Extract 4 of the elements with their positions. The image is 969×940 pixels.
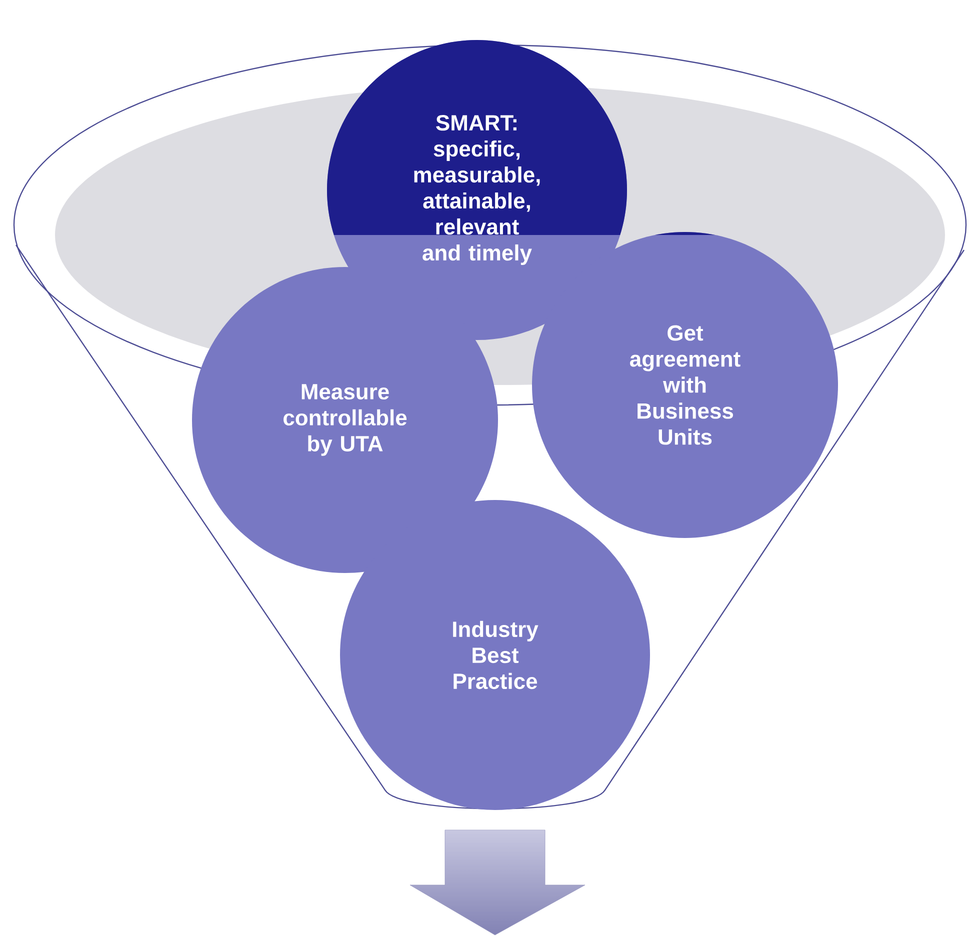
node-label: Industry Best Practice <box>453 620 538 690</box>
circle-node: Get agreement with Business Units <box>532 232 838 538</box>
circle-node: Measure controllable by UTA <box>192 267 498 573</box>
circle-node: Industry Best Practice <box>340 500 650 810</box>
